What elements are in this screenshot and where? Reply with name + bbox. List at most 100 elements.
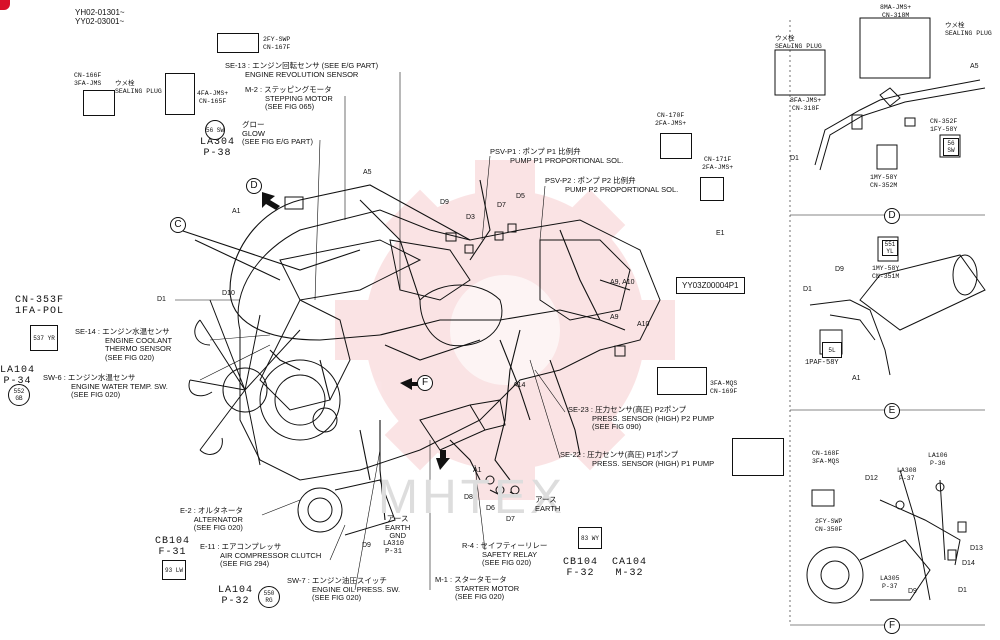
terminal-badge: 550 RG bbox=[258, 586, 280, 608]
callout-se23: SE-23 : 圧力センサ(高圧) P2ポンプ PRESS. SENSOR (H… bbox=[568, 405, 714, 432]
connector-cn352f: CN-352F 1FY-58Y bbox=[930, 118, 957, 133]
code-line: P-34 bbox=[3, 376, 32, 387]
terminal-code: 552 GB bbox=[13, 388, 25, 402]
serial-2: YY02-03001~ bbox=[75, 17, 125, 26]
connector-cn167f: 2FY-SWP CN-167F bbox=[263, 36, 290, 51]
callout-line: M-2 : ステッピングモータ bbox=[245, 85, 332, 94]
callout-r4: R-4 : セイフティーリレー SAFETY RELAY (SEE FIG 02… bbox=[462, 541, 547, 568]
location-cn353f: CN-353F 1FA-POL bbox=[15, 295, 64, 317]
callout-line: (SEE FIG 020) bbox=[105, 352, 155, 362]
wire-harness bbox=[179, 179, 631, 521]
callout-psvp1: PSV-P1 : ポンプ P1 比例弁 PUMP P1 PROPORTIONAL… bbox=[490, 147, 624, 165]
location-la310: LA310 P-31 bbox=[383, 540, 405, 556]
connector-line: 4FA-JMS+ bbox=[197, 90, 229, 97]
callout-se14: SE-14 : エンジン水温センサ ENGINE COOLANT THERMO … bbox=[75, 327, 172, 362]
part-marker: D1 bbox=[157, 296, 166, 303]
connector-cn352m: 1MY-58Y CN-352M bbox=[870, 174, 897, 189]
connector-cn318m: 8MA-JMS+ CN-318M bbox=[880, 4, 911, 19]
callout-line: M-1 : スタータモータ bbox=[435, 575, 507, 584]
view-letter-e-section: E bbox=[884, 403, 900, 419]
callout-line: AIR COMPRESSOR CLUTCH bbox=[220, 550, 322, 560]
callout-line: THERMO SENSOR bbox=[105, 344, 172, 353]
callout-se13: SE-13 : エンジン回転センサ (SEE E/G PART) ENGINE … bbox=[225, 61, 378, 79]
sealing-plug-jp: ウメ栓 bbox=[775, 35, 795, 42]
callout-line: SE-22 : 圧力センサ(高圧) P1ポンプ bbox=[560, 450, 679, 459]
code-line: CB104 bbox=[155, 536, 191, 547]
connector-line: CN-170F bbox=[656, 112, 685, 119]
connector-line: CN-165F bbox=[198, 97, 227, 105]
callout-line: アース bbox=[386, 514, 409, 523]
callout-line: E-2 : オルタネータ bbox=[180, 506, 243, 515]
code-line: CA104 bbox=[612, 557, 648, 568]
connector-line: CN-318F bbox=[791, 104, 820, 112]
callout-line: グロー bbox=[242, 120, 265, 129]
callout-line: E-11 : エアコンプレッサ bbox=[200, 542, 282, 551]
connector-icon bbox=[83, 90, 115, 116]
code-line: LA104 bbox=[0, 365, 36, 376]
part-marker: D12 bbox=[865, 475, 878, 482]
view-f-sketch bbox=[806, 469, 967, 604]
connector-cn350f: 2FY-SWP CN-350F bbox=[815, 518, 842, 533]
code-line: F-32 bbox=[566, 568, 595, 579]
connector-icon bbox=[660, 133, 692, 159]
code-line: LA104 bbox=[218, 585, 254, 596]
callout-line: アース bbox=[535, 495, 557, 504]
connector-line: 3FA-MQS bbox=[710, 380, 738, 387]
part-marker: D7 bbox=[506, 516, 515, 523]
terminal-code: 5L bbox=[828, 346, 836, 354]
part-marker-la305: LA305 P-37 bbox=[880, 575, 900, 590]
part-marker: P-36 bbox=[929, 459, 946, 467]
callout-line: SAFETY RELAY bbox=[482, 549, 538, 559]
part-marker: A14 bbox=[513, 382, 526, 389]
callout-line: (SEE FIG 020) bbox=[482, 558, 532, 567]
small-parts bbox=[284, 196, 626, 495]
connector-line: 3FA-JMS bbox=[74, 79, 102, 87]
connector-line: CN-350F bbox=[815, 525, 843, 533]
callout-line: ENGINE OIL PRESS. SW. bbox=[312, 584, 401, 594]
connector-cn166f: CN-166F 3FA-JMS bbox=[74, 72, 101, 87]
view-d-sketch bbox=[774, 17, 986, 171]
connector-line: CN-318M bbox=[881, 11, 910, 19]
code-line: M-32 bbox=[615, 568, 644, 579]
callout-line: EARTH bbox=[535, 503, 561, 513]
connector-line: CN-166F bbox=[74, 72, 102, 79]
callout-line: SE-14 : エンジン水温センサ bbox=[75, 327, 170, 336]
code-line: 1FA-POL bbox=[15, 306, 65, 317]
callout-line: STARTER MOTOR bbox=[455, 583, 520, 593]
location-la304: LA304 P-38 bbox=[200, 137, 235, 159]
sealing-plug-label-left: ウメ栓 SEALING PLUG bbox=[115, 80, 162, 95]
connector-icon bbox=[700, 177, 724, 201]
connector-line: CN-351M bbox=[872, 272, 900, 280]
part-marker: A10 bbox=[637, 321, 650, 328]
callout-line: PUMP P2 PROPORTIONAL SOL. bbox=[565, 184, 679, 194]
callout-line: (SEE FIG 090) bbox=[592, 422, 642, 431]
part-marker-la106: LA106 P-36 bbox=[928, 452, 948, 467]
part-marker: P-37 bbox=[898, 474, 915, 482]
code-line: LA310 bbox=[383, 540, 405, 548]
part-marker: D6 bbox=[486, 505, 495, 512]
terminal-badge: 537 YR bbox=[30, 325, 58, 351]
part-marker: D9 bbox=[908, 588, 917, 595]
callout-glow: グロー GLOW (SEE FIG E/G PART) bbox=[242, 120, 313, 147]
part-marker: A9, A10 bbox=[610, 279, 635, 286]
callout-line: (SEE FIG 020) bbox=[455, 592, 505, 601]
connector-line: 2FY-SWP bbox=[263, 36, 291, 43]
serial-numbers: YH02-01301~ YY02-03001~ bbox=[75, 8, 125, 26]
view-letter-f-section: F bbox=[884, 618, 900, 634]
part-marker: LA308 bbox=[897, 467, 917, 474]
part-marker: P-37 bbox=[881, 582, 898, 590]
callout-line: (SEE FIG 020) bbox=[71, 390, 121, 399]
sealing-plug-jp: ウメ栓 bbox=[945, 22, 965, 29]
location-cb104-f31: CB104 F-31 bbox=[155, 536, 190, 558]
connector-line: 1MY-58Y bbox=[870, 174, 898, 181]
part-marker: D8 bbox=[464, 494, 473, 501]
starter-motor bbox=[419, 399, 506, 451]
callout-earth: アース EARTH bbox=[535, 495, 561, 513]
callout-psvp2: PSV-P2 : ポンプ P2 比例弁 PUMP P2 PROPORTIONAL… bbox=[545, 176, 679, 194]
callout-line: GLOW bbox=[242, 128, 265, 138]
terminal-code: 93 LW bbox=[164, 566, 183, 574]
code-line: F-31 bbox=[158, 547, 187, 558]
part-marker: LA106 bbox=[928, 452, 948, 459]
callout-line: PUMP P1 PROPORTIONAL SOL. bbox=[510, 155, 624, 165]
